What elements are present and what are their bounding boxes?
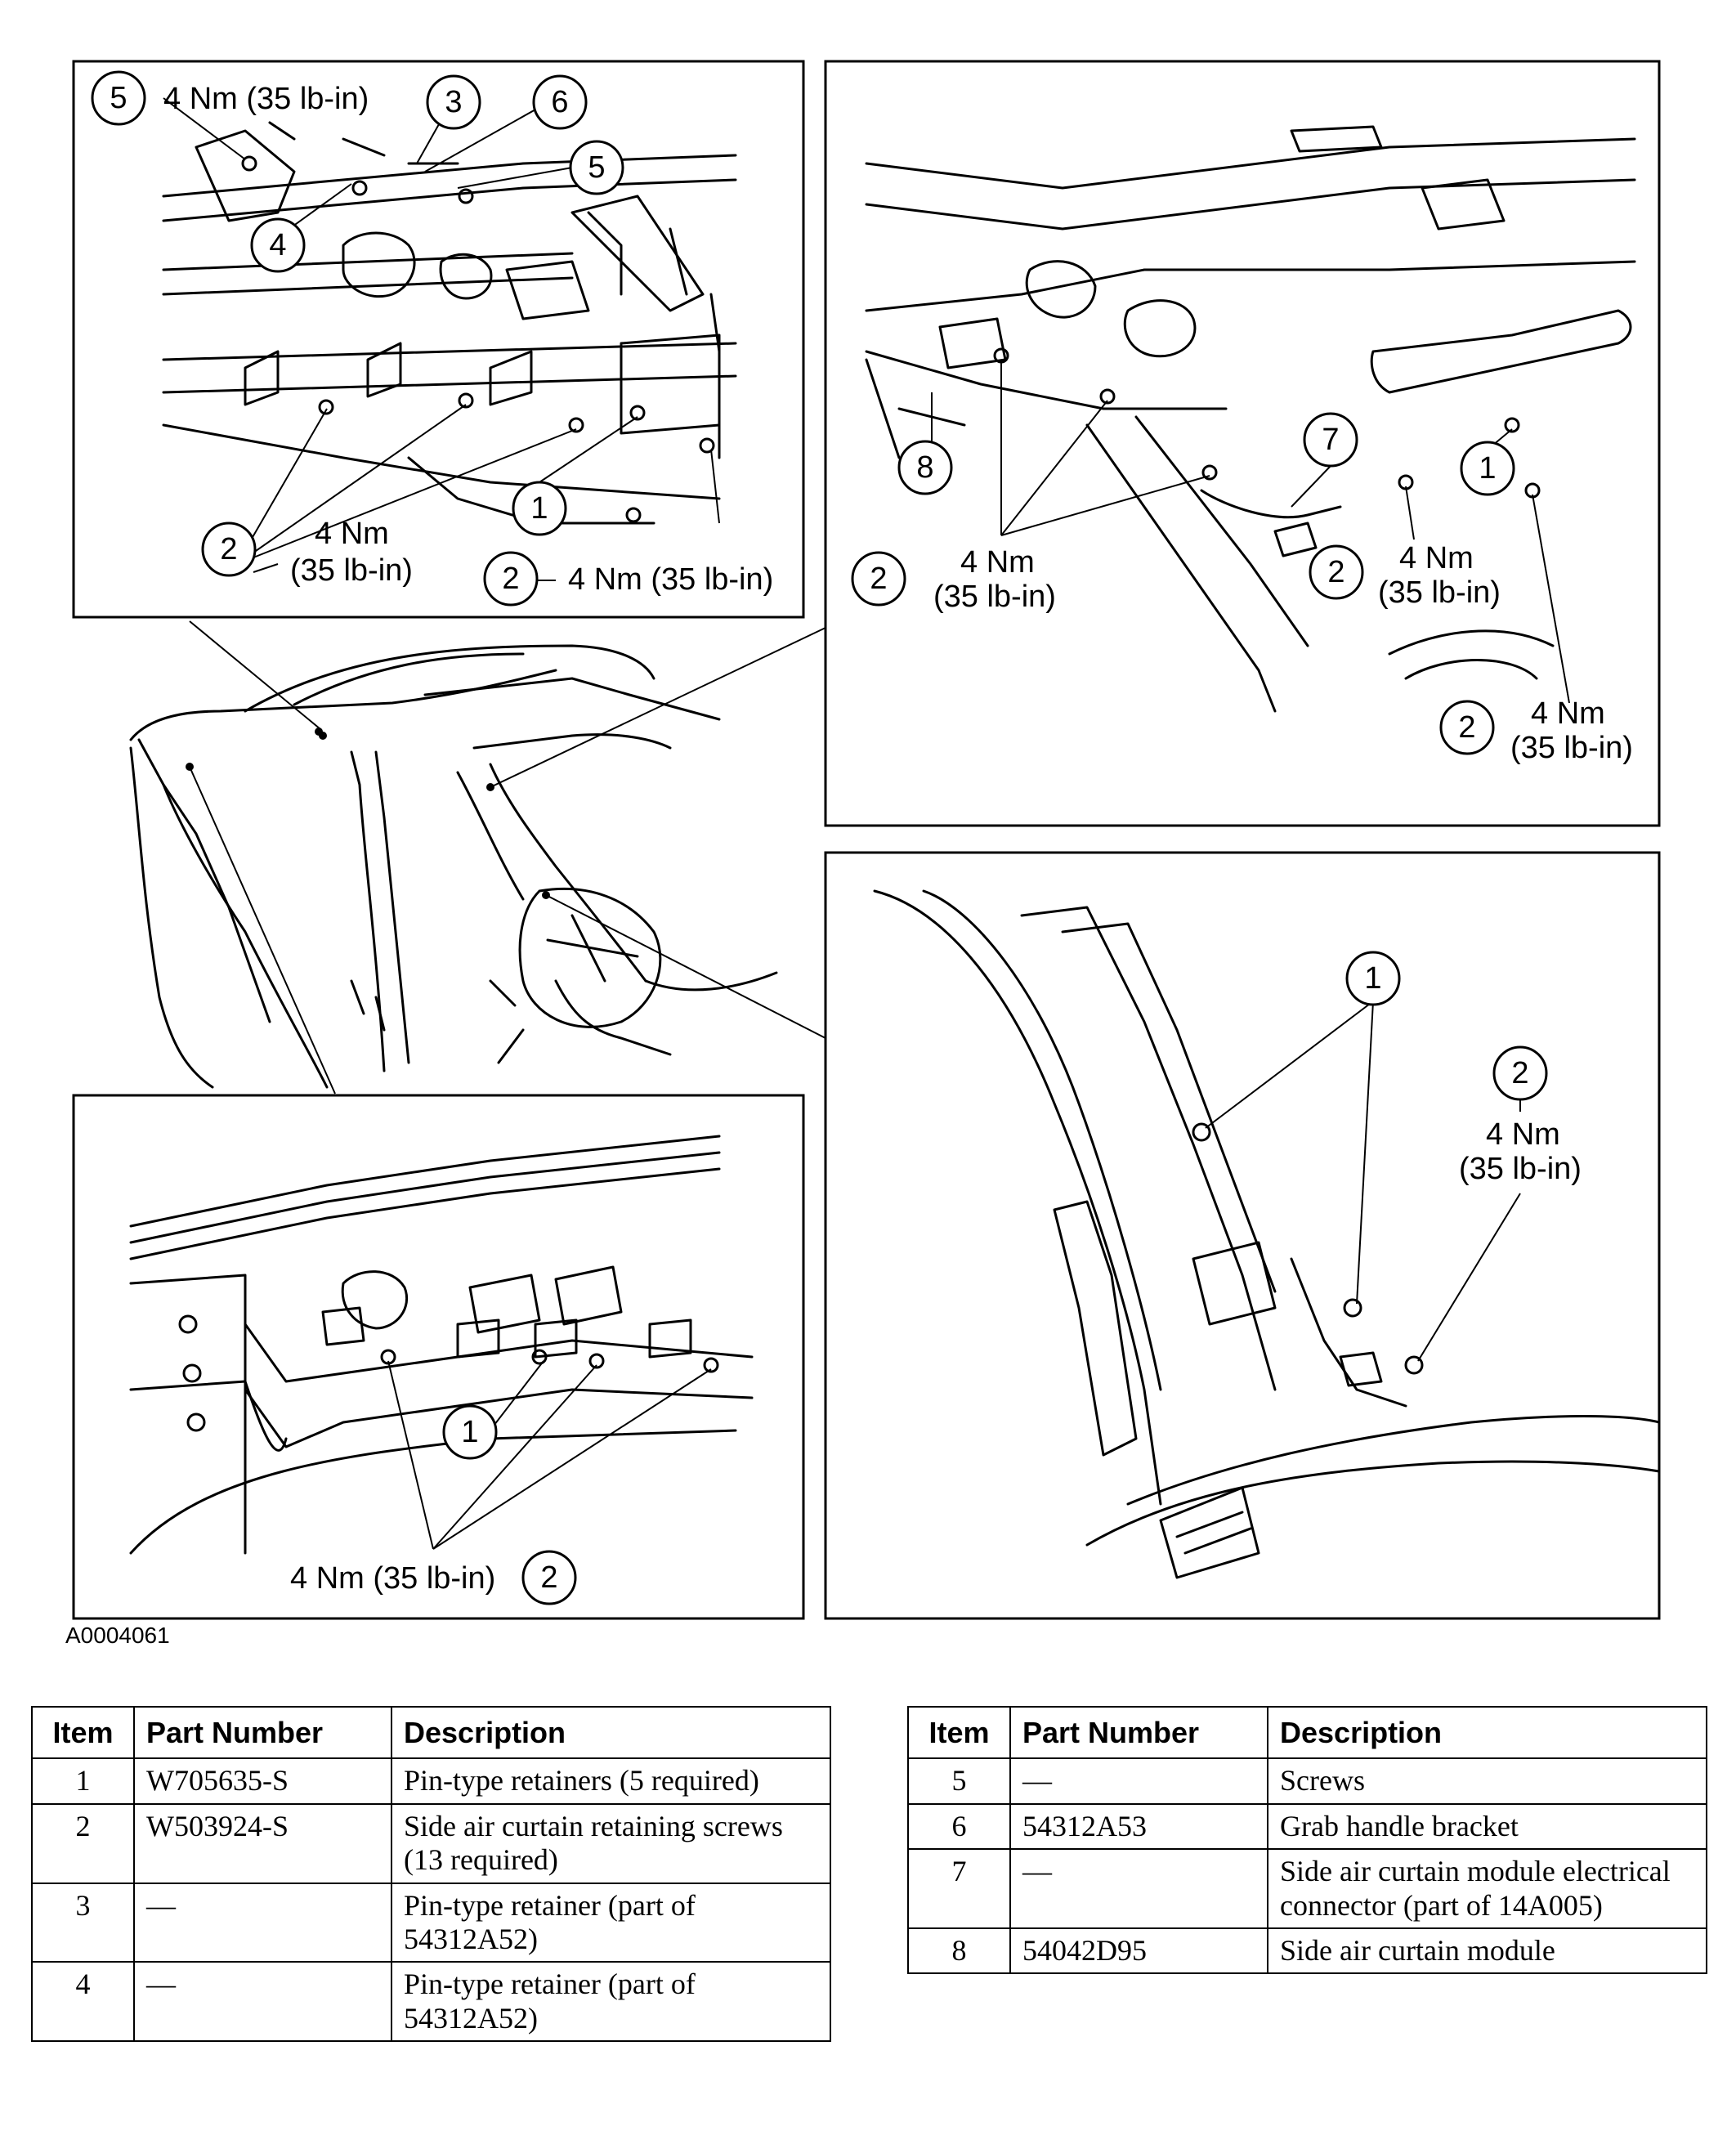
table-header-row: Item Part Number Description	[31, 1705, 831, 1760]
vehicle-overview	[129, 644, 778, 1089]
callout-2: 2	[201, 522, 257, 577]
description-cell: Side air curtain retaining screws (13 re…	[391, 1802, 831, 1884]
callout-5b: 5	[569, 140, 624, 195]
svg-text:6: 6	[551, 85, 568, 119]
table-row: 6 54312A53 Grab handle bracket	[907, 1802, 1707, 1851]
description-cell: Side air curtain module electrical conne…	[1267, 1848, 1707, 1929]
table-row: 2 W503924-S Side air curtain retaining s…	[31, 1802, 831, 1884]
svg-text:1: 1	[530, 491, 548, 526]
callout-3: 3	[426, 74, 481, 130]
svg-text:5: 5	[110, 81, 127, 115]
callout-2c: 2	[1439, 700, 1495, 755]
torque-label: 4 Nm	[315, 517, 389, 551]
callout-6: 6	[532, 74, 588, 130]
svg-text:2: 2	[540, 1560, 557, 1595]
header-part-number: Part Number	[133, 1705, 392, 1760]
table-row: 4 — Pin-type retainer (part of 54312A52)	[31, 1961, 831, 2043]
detail-top-left: 5 4 Nm (35 lb-in) 3 6 5 4 1 2 4 Nm (35 l…	[72, 60, 805, 619]
torque-label: 4 Nm	[1399, 541, 1474, 575]
item-cell: 6	[907, 1802, 1011, 1851]
item-cell: 2	[31, 1802, 135, 1884]
part-number-cell: —	[133, 1961, 392, 2043]
header-description: Description	[1267, 1705, 1707, 1760]
parts-table-left: Item Part Number Description 1 W705635-S…	[31, 1705, 831, 2043]
figure-code: A0004061	[65, 1623, 170, 1648]
torque-label: (35 lb-in)	[290, 553, 413, 588]
torque-label: 4 Nm	[1486, 1117, 1560, 1152]
table-row: 7 — Side air curtain module electrical c…	[907, 1848, 1707, 1929]
svg-text:2: 2	[1511, 1056, 1528, 1090]
svg-text:2: 2	[220, 532, 237, 566]
part-number-cell: W705635-S	[133, 1757, 392, 1805]
svg-text:2: 2	[870, 562, 887, 596]
header-item: Item	[31, 1705, 135, 1760]
table-row: 3 — Pin-type retainer (part of 54312A52)	[31, 1882, 831, 1963]
description-cell: Pin-type retainer (part of 54312A52)	[391, 1882, 831, 1963]
svg-text:7: 7	[1322, 423, 1339, 457]
svg-text:1: 1	[1364, 961, 1381, 996]
callout-2b: 2	[483, 551, 539, 607]
part-number-cell: —	[1009, 1848, 1268, 1929]
item-cell: 8	[907, 1927, 1011, 1975]
description-cell: Grab handle bracket	[1267, 1802, 1707, 1851]
header-part-number: Part Number	[1009, 1705, 1268, 1760]
part-number-cell: 54042D95	[1009, 1927, 1268, 1975]
detail-bottom-right: 1 2 4 Nm (35 lb-in)	[824, 851, 1661, 1620]
callout-2b: 2	[1309, 544, 1364, 600]
table-header-row: Item Part Number Description	[907, 1705, 1707, 1760]
detail-top-right: 7 8 1 2 4 Nm (35 lb-in) 2 4 Nm (35 lb-in…	[824, 60, 1661, 827]
item-cell: 1	[31, 1757, 135, 1805]
callout-1: 1	[512, 481, 567, 536]
callout-2: 2	[1492, 1045, 1548, 1101]
item-cell: 7	[907, 1848, 1011, 1929]
callout-2: 2	[521, 1550, 577, 1605]
torque-label: (35 lb-in)	[1459, 1152, 1582, 1186]
callout-8: 8	[897, 440, 953, 495]
torque-label: 4 Nm (35 lb-in)	[568, 562, 773, 597]
parts-table-right: Item Part Number Description 5 — Screws …	[907, 1705, 1707, 1975]
torque-label: (35 lb-in)	[1510, 731, 1633, 765]
header-item: Item	[907, 1705, 1011, 1760]
table-row: 8 54042D95 Side air curtain module	[907, 1927, 1707, 1975]
item-cell: 3	[31, 1882, 135, 1963]
table-row: 5 — Screws	[907, 1757, 1707, 1805]
description-cell: Side air curtain module	[1267, 1927, 1707, 1975]
torque-label: 4 Nm (35 lb-in)	[290, 1561, 495, 1596]
description-cell: Pin-type retainers (5 required)	[391, 1757, 831, 1805]
svg-text:1: 1	[461, 1415, 478, 1449]
callout-4: 4	[250, 217, 306, 273]
description-cell: Pin-type retainer (part of 54312A52)	[391, 1961, 831, 2043]
leader-lines	[189, 620, 826, 1095]
table-row: 1 W705635-S Pin-type retainers (5 requir…	[31, 1757, 831, 1805]
part-number-cell: —	[1009, 1757, 1268, 1805]
svg-text:2: 2	[1458, 710, 1475, 745]
svg-text:1: 1	[1479, 451, 1496, 486]
callout-2: 2	[851, 551, 906, 607]
svg-text:2: 2	[1327, 555, 1345, 589]
header-description: Description	[391, 1705, 831, 1760]
detail-bottom-left: 1 4 Nm (35 lb-in) 2	[72, 1094, 805, 1620]
part-number-cell: W503924-S	[133, 1802, 392, 1884]
svg-text:5: 5	[588, 150, 605, 185]
callout-1: 1	[442, 1404, 498, 1460]
torque-label: (35 lb-in)	[1378, 575, 1501, 610]
torque-label: 4 Nm	[1531, 696, 1605, 731]
item-cell: 4	[31, 1961, 135, 2043]
torque-label: 4 Nm	[960, 545, 1035, 580]
item-cell: 5	[907, 1757, 1011, 1805]
svg-text:4: 4	[269, 228, 286, 262]
svg-text:8: 8	[916, 450, 933, 485]
callout-1: 1	[1460, 441, 1515, 496]
svg-text:2: 2	[502, 562, 519, 596]
callout-5: 5	[91, 70, 146, 126]
part-number-cell: —	[133, 1882, 392, 1963]
torque-label: 4 Nm (35 lb-in)	[163, 82, 369, 116]
callout-1: 1	[1345, 951, 1401, 1006]
svg-text:3: 3	[445, 85, 462, 119]
description-cell: Screws	[1267, 1757, 1707, 1805]
callout-7: 7	[1303, 412, 1358, 468]
torque-label: (35 lb-in)	[933, 580, 1056, 614]
part-number-cell: 54312A53	[1009, 1802, 1268, 1851]
